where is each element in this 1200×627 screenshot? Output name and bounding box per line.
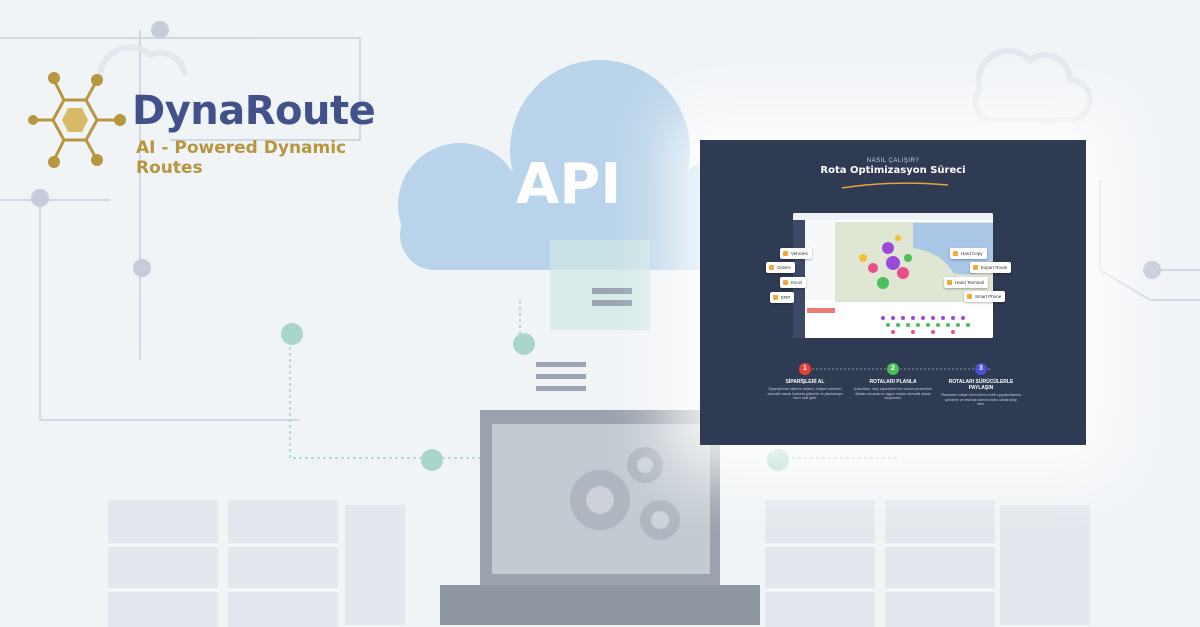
panel-title: Rota Optimizasyon Süreci xyxy=(820,165,966,176)
step-label: ROTALARI SÜRÜCÜLERLE PAYLAŞIN xyxy=(948,379,1014,391)
title-underline-swoosh xyxy=(841,182,949,189)
chip-smart-phone: Smart Phone xyxy=(964,291,1006,302)
chip-export-route: Export Route xyxy=(970,262,1012,273)
step-2: 2 ROTALARI PLANLA İş kuralları, araç kap… xyxy=(853,363,933,401)
truck-icon xyxy=(783,251,788,256)
brand-name: DynaRoute xyxy=(132,88,376,134)
terminal-icon xyxy=(947,280,952,285)
step-number: 1 xyxy=(799,363,811,375)
pin-icon xyxy=(769,265,774,270)
export-icon xyxy=(973,265,978,270)
route-optimization-panel: NASIL ÇALIŞIR? Rota Optimizasyon Süreci … xyxy=(700,140,1086,445)
step-label: SİPARİŞLERİ AL xyxy=(785,379,825,385)
chip-orders: Orders xyxy=(766,262,795,273)
chip-hand-terminal: Hand Terminal xyxy=(944,277,988,288)
print-icon xyxy=(953,251,958,256)
step-label: ROTALARI PLANLA xyxy=(869,379,917,385)
phone-icon xyxy=(967,294,972,299)
chip-erp: ERP xyxy=(770,292,795,303)
chip-excel: Excel xyxy=(780,277,807,288)
step-desc: Siparişlerinizi sisteme aktarın, müşteri… xyxy=(767,387,843,400)
chip-hard-copy: Hard Copy xyxy=(950,248,987,259)
chip-vehicles: Vehicles xyxy=(780,248,812,259)
dynaroute-logo: DynaRoute AI - Powered Dynamic Routes xyxy=(28,68,376,178)
brand-tagline: AI - Powered Dynamic Routes xyxy=(136,138,347,178)
excel-icon xyxy=(783,280,788,285)
panel-subtitle: NASIL ÇALIŞIR? xyxy=(866,158,920,164)
step-desc: Planlanan rotaları sürücülerin mobil uyg… xyxy=(941,393,1021,406)
hexagon-network-icon xyxy=(28,72,126,168)
erp-icon xyxy=(773,295,778,300)
step-desc: İş kuralları, araç kapasiteleri ve zaman… xyxy=(853,387,932,400)
api-label: API xyxy=(516,152,622,217)
app-screenshot xyxy=(793,213,993,338)
step-1: 1 SİPARİŞLERİ AL Siparişlerinizi sisteme… xyxy=(765,363,845,401)
step-3: 3 ROTALARI SÜRÜCÜLERLE PAYLAŞIN Planlana… xyxy=(941,363,1021,407)
step-number: 2 xyxy=(887,363,899,375)
step-number: 3 xyxy=(975,363,987,375)
